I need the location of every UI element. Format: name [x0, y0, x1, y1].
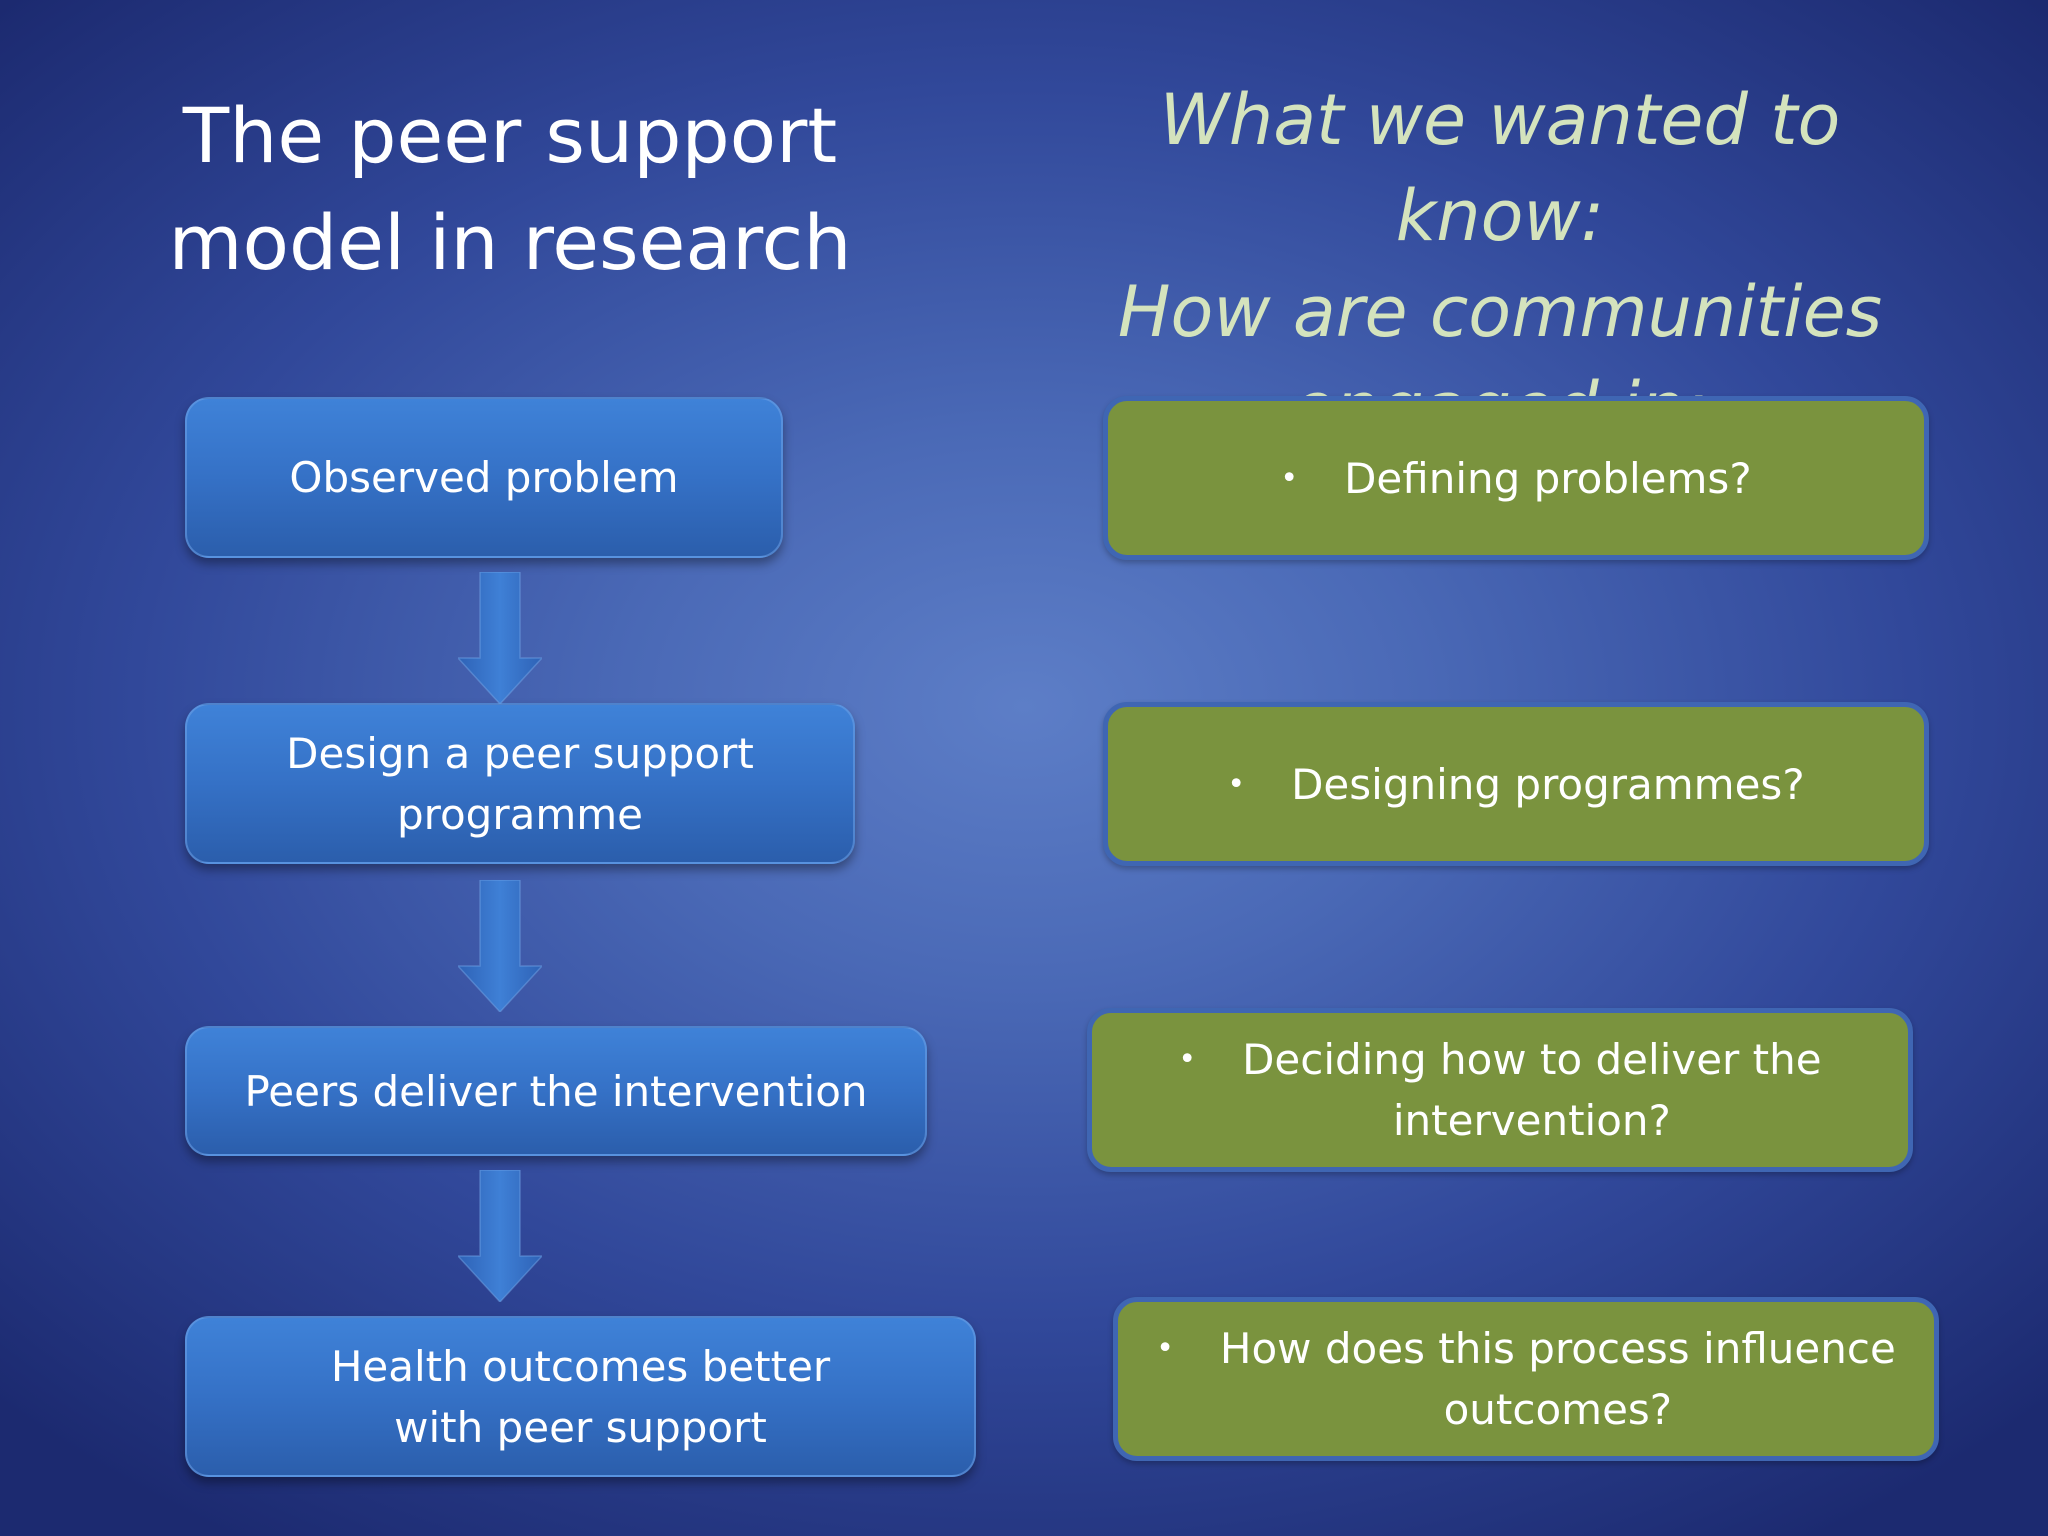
question-label: Defining problems?	[1344, 453, 1752, 503]
flow-step-peers-deliver: Peers deliver the intervention	[185, 1026, 927, 1156]
bullet-icon: •	[1178, 1042, 1197, 1077]
question-defining-problems: • Defining problems?	[1103, 396, 1929, 560]
question-label: Designing programmes?	[1291, 759, 1805, 809]
flow-step-label: Observed problem	[289, 453, 679, 502]
bullet-icon: •	[1156, 1331, 1174, 1366]
flow-step-label: Health outcomes better with peer support	[330, 1341, 831, 1452]
flow-step-observed-problem: Observed problem	[185, 397, 783, 558]
question-label: Deciding how to deliver the intervention…	[1242, 1035, 1822, 1145]
down-arrow-icon	[458, 880, 542, 1012]
question-designing-programmes: • Designing programmes?	[1103, 702, 1929, 866]
question-deciding-delivery: • Deciding how to deliver the interventi…	[1087, 1008, 1913, 1172]
bullet-icon: •	[1227, 766, 1246, 802]
question-process-influence: • How does this process influence outcom…	[1113, 1297, 1939, 1461]
bullet-icon: •	[1280, 460, 1299, 496]
flow-step-design-programme: Design a peer support programme	[185, 703, 855, 864]
down-arrow-icon	[458, 572, 542, 704]
question-label: How does this process influence outcomes…	[1219, 1324, 1896, 1434]
flow-step-health-outcomes: Health outcomes better with peer support	[185, 1316, 976, 1477]
flow-step-label: Peers deliver the intervention	[244, 1066, 868, 1116]
down-arrow-icon	[458, 1170, 542, 1302]
left-title: The peer support model in research	[168, 91, 852, 287]
flow-step-label: Design a peer support programme	[286, 728, 754, 839]
